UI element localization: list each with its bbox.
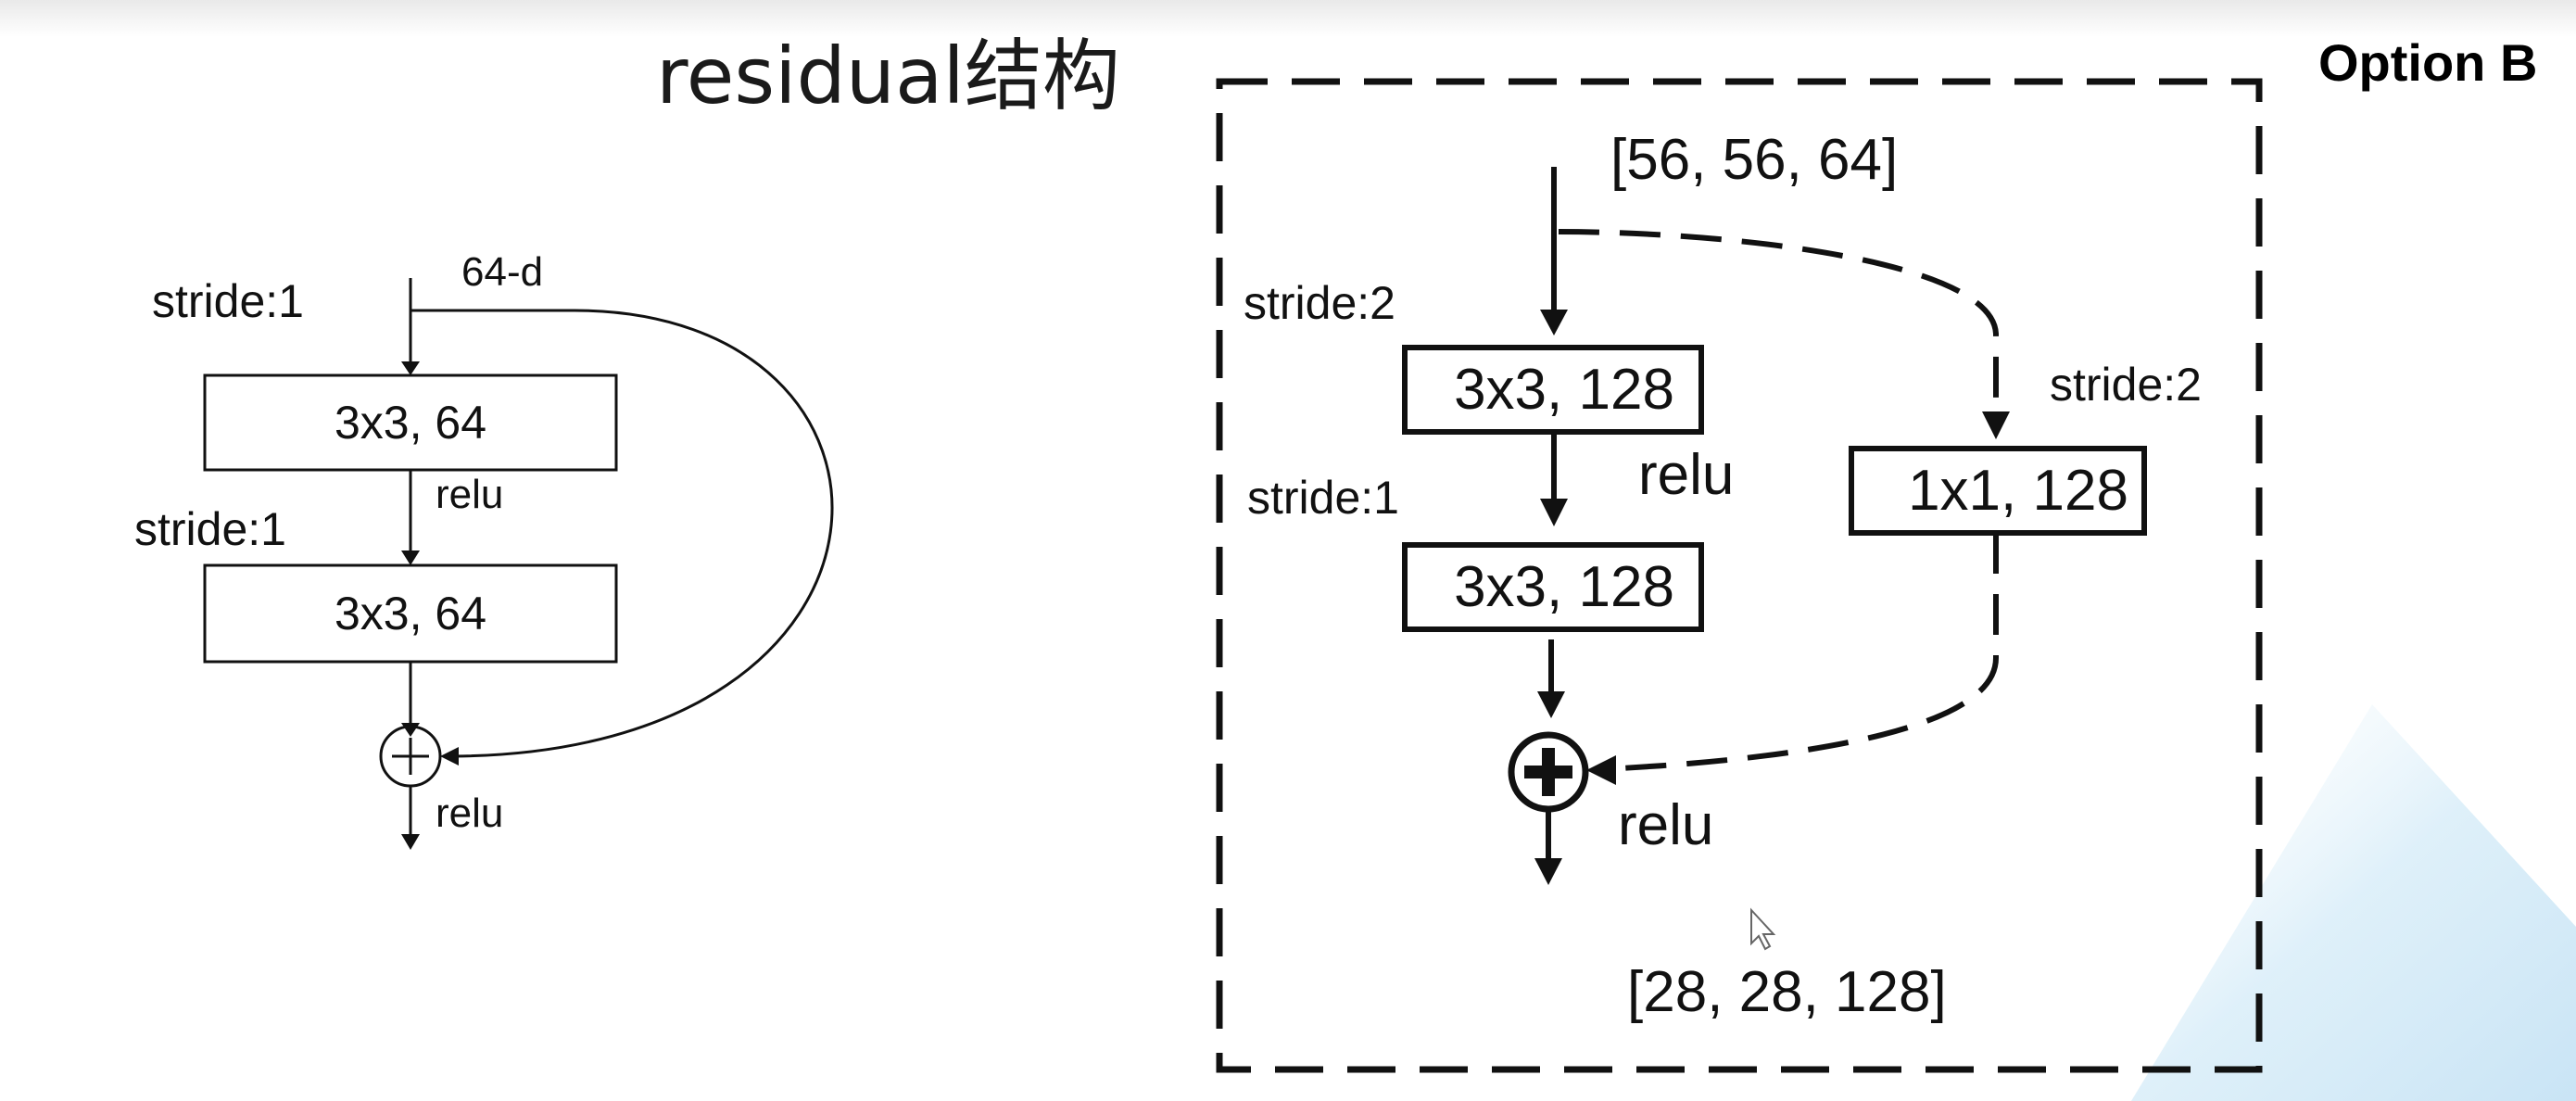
left-relu-out-label: relu <box>436 791 504 836</box>
left-conv2-label: 3x3, 64 <box>334 588 486 639</box>
left-input-arrowhead <box>401 361 420 375</box>
right-shortcut-merge-arrowhead <box>1586 755 1616 785</box>
left-skip-arrowhead <box>440 747 459 766</box>
right-input-arrowhead <box>1540 310 1568 335</box>
left-input-dim-label: 64-d <box>461 249 544 295</box>
shortcut-path-bottom <box>1602 533 1999 772</box>
left-output-arrowhead <box>401 834 420 850</box>
left-add-arrowhead <box>401 723 420 737</box>
left-residual-block <box>203 278 834 850</box>
left-mid-arrowhead <box>401 550 420 565</box>
left-skip-connection <box>410 309 834 758</box>
left-relu-mid-label: relu <box>436 472 504 517</box>
left-stride-label-1: stride:1 <box>152 275 304 327</box>
right-output-shape-label: [28, 28, 128] <box>1627 960 1947 1024</box>
left-stride-label-2: stride:1 <box>134 503 286 555</box>
right-output-arrowhead <box>1534 858 1562 885</box>
right-conv2-label: 3x3, 128 <box>1454 555 1674 619</box>
top-shadow-band <box>0 0 2576 37</box>
right-dashed-shortcut <box>1558 229 1999 772</box>
background-accent-shape <box>2131 704 2576 1101</box>
right-relu-out-label: relu <box>1618 793 1714 857</box>
right-main-stride-label-2: stride:1 <box>1247 472 1399 524</box>
right-relu-mid-label: relu <box>1638 443 1735 507</box>
right-shortcut-arrowhead <box>1982 411 2010 439</box>
right-conv1-label: 3x3, 128 <box>1454 358 1674 422</box>
shortcut-path-top <box>1558 229 1999 408</box>
slide-title: residual结构 <box>656 31 1120 121</box>
right-shortcut-conv-label: 1x1, 128 <box>1908 459 2128 523</box>
mouse-cursor-icon <box>1750 907 1776 951</box>
right-mid-arrowhead <box>1540 499 1568 526</box>
right-conv2-box <box>1402 542 1704 632</box>
right-main-stride-label-1: stride:2 <box>1244 277 1395 329</box>
right-shortcut-stride-label: stride:2 <box>2050 359 2202 411</box>
option-b-dashed-frame <box>1216 78 2263 1073</box>
option-label: Option B <box>2318 33 2538 92</box>
right-input-shape-label: [56, 56, 64] <box>1610 128 1899 192</box>
right-add-arrowhead <box>1537 691 1565 718</box>
left-conv1-label: 3x3, 64 <box>334 397 486 449</box>
